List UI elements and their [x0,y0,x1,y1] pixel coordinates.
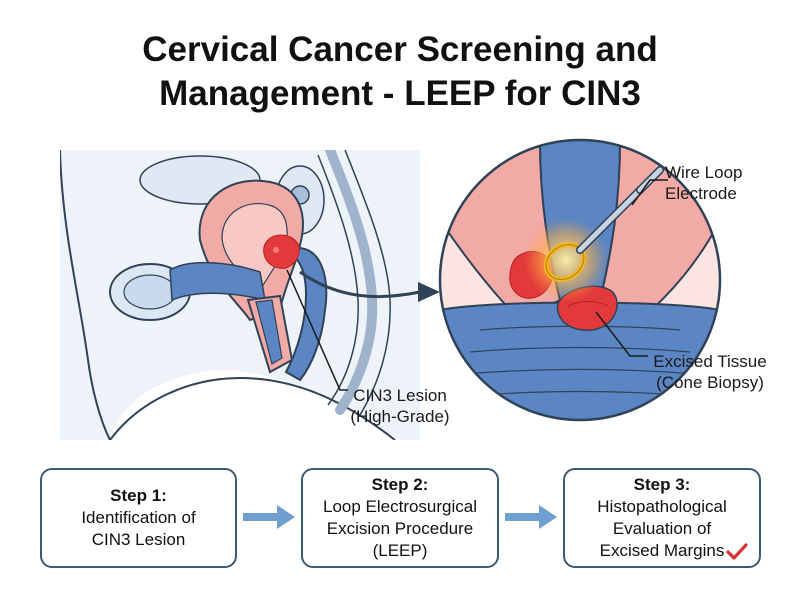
tissue-label-line-1: Excised Tissue [653,352,767,371]
title-line-1: Cervical Cancer Screening and [142,30,658,69]
page-title: Cervical Cancer Screening and Management… [0,28,800,116]
tissue-label-line-2: (Cone Biopsy) [656,373,764,392]
step-2-heading: Step 2: [371,475,429,494]
step-3-line-1: Histopathological [597,497,727,516]
electrode-label-line-2: Electrode [665,184,737,203]
electrode-label-line-1: Wire Loop [665,163,743,182]
step-3-line-3-text: Excised Margins [599,541,725,560]
pelvic-cross-section [60,150,420,440]
zoom-arrow-icon [418,282,440,302]
electrode-label: Wire Loop Electrode [665,162,770,204]
lesion-label: CIN3 Lesion (High-Grade) [340,385,460,427]
step-3-box: Step 3: Histopathological Evaluation of … [563,468,761,568]
step-2-line-3: (LEEP) [372,541,428,560]
title-line-2: Management - LEEP for CIN3 [159,74,641,113]
lesion-label-line-1: CIN3 Lesion [353,386,447,405]
step-1-line-1: Identification of [81,508,196,527]
step-1-line-2: CIN3 Lesion [91,530,186,549]
step-3-line-3: Excised Margins [599,540,748,562]
step-3-heading: Step 3: [633,475,691,494]
step-2-line-1: Loop Electrosurgical [322,497,478,516]
step-1-box: Step 1: Identification of CIN3 Lesion [40,468,237,568]
step-2-line-2: Excision Procedure [326,519,474,538]
right-arrow-icon [243,505,295,529]
checkmark-icon [726,543,748,560]
step-2-box: Step 2: Loop Electrosurgical Excision Pr… [301,468,499,568]
tissue-label: Excised Tissue (Cone Biopsy) [640,351,780,393]
step-3-line-2: Evaluation of [612,519,712,538]
right-arrow-icon [505,505,557,529]
step-1-heading: Step 1: [110,486,167,505]
lesion-label-line-2: (High-Grade) [350,407,450,426]
